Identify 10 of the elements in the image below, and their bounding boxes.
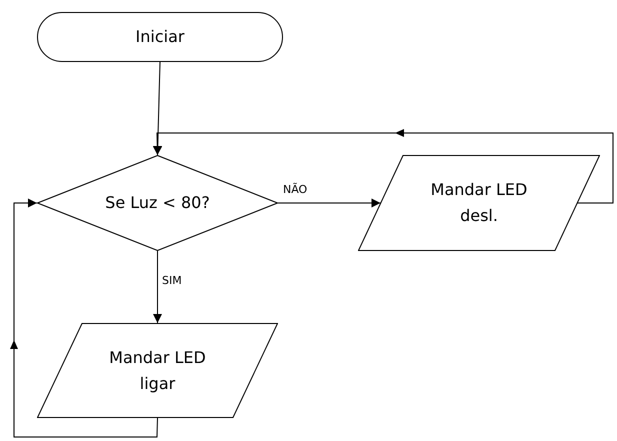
node-label: Mandar LED ligar [108, 346, 207, 394]
start-terminal [37, 12, 283, 62]
node-label: Mandar LED desl. [430, 179, 528, 227]
output-parallelogram [37, 323, 278, 418]
node-label: Iniciar [136, 26, 184, 48]
output-parallelogram [358, 155, 600, 251]
node-label: Se Luz < 80? [105, 192, 210, 214]
edge-label: SIM [161, 275, 183, 286]
decision-diamond [37, 155, 278, 251]
edge-label: NÃO [282, 184, 308, 195]
